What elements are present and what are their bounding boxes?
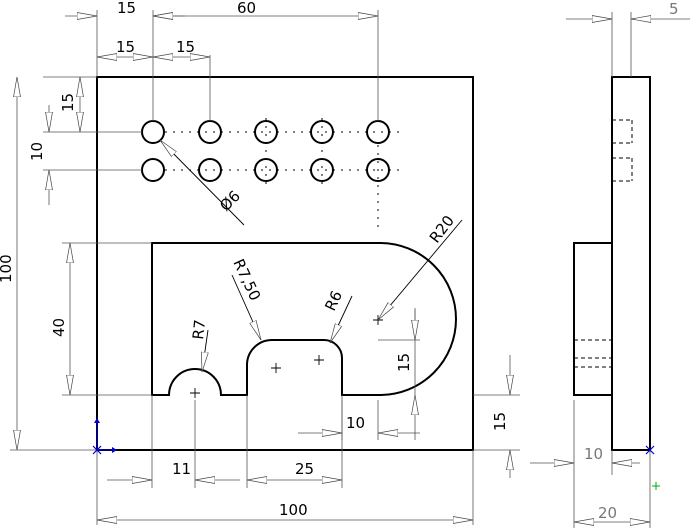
hole: [366, 120, 390, 144]
side-dim-bottom-10: 10: [584, 445, 603, 463]
side-dim-overall-20: 20: [598, 504, 617, 522]
hidden-lines: [574, 119, 633, 368]
extension-lines: [10, 10, 520, 525]
callout-r6: R6: [321, 288, 346, 314]
hole: [141, 120, 165, 144]
side-plate-outline: [611, 76, 651, 451]
hole: [254, 120, 278, 144]
callout-hole-diameter: Ø6: [216, 187, 244, 215]
origin-axis: [92, 418, 117, 455]
dimension-lines: [17, 16, 510, 520]
dim-right-10: 10: [346, 414, 365, 432]
dim-top-60: 60: [237, 0, 256, 17]
hole: [198, 158, 222, 182]
dim-bottom-11: 11: [172, 460, 191, 478]
side-dimension-lines: [530, 19, 690, 522]
front-view: 15 60 15 15 15 10 100 40 11 25 100 15 10…: [0, 0, 520, 525]
side-view: 5 10 20: [530, 0, 690, 528]
callout-r20: R20: [426, 212, 458, 246]
hole: [141, 158, 165, 182]
side-origin-marker: [645, 445, 660, 490]
hole: [254, 158, 278, 182]
plate-outline: [96, 76, 474, 451]
dim-bottom-25: 25: [295, 460, 314, 478]
hole: [198, 120, 222, 144]
dim-right-15: 15: [491, 412, 509, 431]
dim-left-10: 10: [28, 142, 46, 161]
side-boss-outline: [573, 242, 613, 396]
dim-pitch-15-a: 15: [116, 38, 135, 56]
callout-r7: R7: [189, 319, 209, 341]
hole: [310, 120, 334, 144]
dim-overall-width: 100: [279, 501, 308, 519]
hole: [310, 158, 334, 182]
dim-top-15: 15: [117, 0, 136, 17]
dim-overall-height: 100: [0, 254, 15, 283]
dim-slot-height: 40: [50, 318, 68, 337]
dim-left-15: 15: [59, 93, 77, 112]
side-dim-top-5: 5: [669, 0, 679, 18]
leader-lines: [159, 139, 463, 372]
dim-pitch-15-b: 15: [176, 38, 195, 56]
dim-arc-15: 15: [395, 353, 413, 372]
